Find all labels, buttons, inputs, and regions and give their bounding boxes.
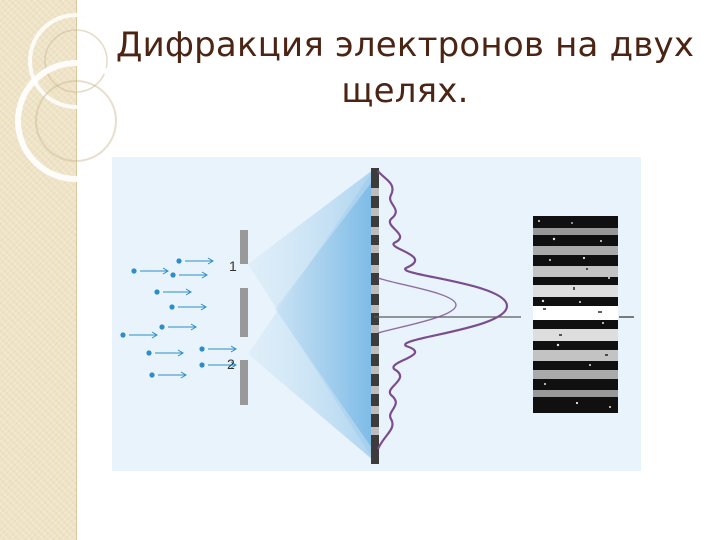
electron-icon <box>169 304 206 310</box>
electron-icon <box>170 272 207 278</box>
electron-icon <box>199 346 236 352</box>
incident-electrons <box>120 258 236 378</box>
electron-icon <box>154 289 191 295</box>
interference-pattern-image <box>533 216 618 413</box>
slit-label-2: 2 <box>227 356 235 372</box>
electron-icon <box>159 324 196 330</box>
electron-icon <box>176 258 213 264</box>
detector-screen <box>371 168 379 464</box>
double-slit-diagram: 1 2 <box>112 157 641 471</box>
decorative-rings-icon <box>0 0 120 220</box>
slide-title: Дифракция электронов на двух щелях. <box>105 22 705 114</box>
intensity-inner-curve <box>378 278 456 333</box>
electron-icon <box>146 350 183 356</box>
intensity-curve <box>378 171 507 449</box>
electron-icon <box>131 268 168 274</box>
slit-label-1: 1 <box>229 258 237 274</box>
diffraction-figure: 1 2 <box>112 157 641 471</box>
electron-icon <box>149 372 186 378</box>
double-slit-barrier <box>240 230 248 405</box>
electron-icon <box>120 332 157 338</box>
